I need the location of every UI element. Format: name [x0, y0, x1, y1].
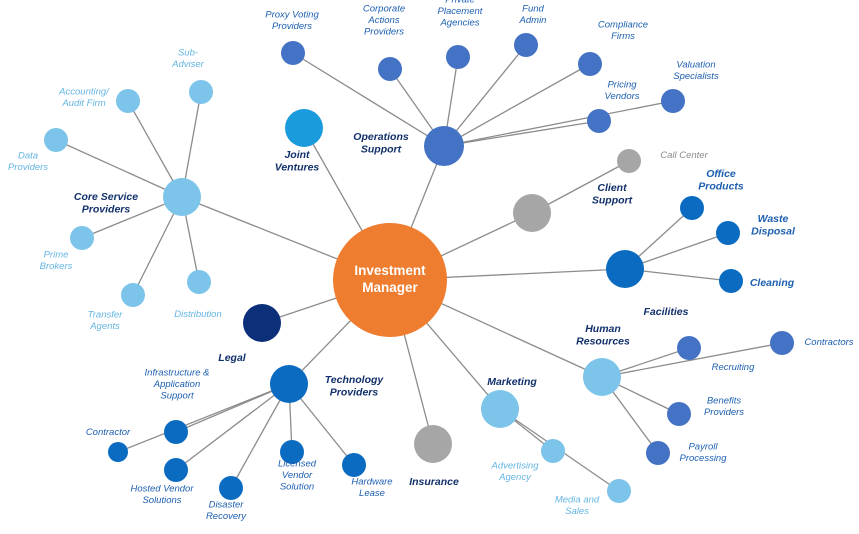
joint-ventures-node	[285, 109, 323, 147]
center-node	[333, 223, 447, 337]
payroll-processing-node	[646, 441, 670, 465]
insurance-label: Insurance	[409, 476, 459, 488]
private-placement-node	[446, 45, 470, 69]
licensed-vendor-node	[280, 440, 304, 464]
legal-label: Legal	[218, 352, 247, 364]
data-providers-node	[44, 128, 68, 152]
legal-node	[243, 304, 281, 342]
distribution-node	[187, 270, 211, 294]
edge-ops-comp	[443, 63, 591, 147]
edge-tech-hosted	[175, 383, 290, 471]
corporate-actions-node	[378, 57, 402, 81]
disaster-recovery-node	[219, 476, 243, 500]
contractor-node	[108, 442, 128, 462]
edge-hr-cont	[601, 342, 783, 378]
insurance-node	[414, 425, 452, 463]
edge-tech-contr	[117, 383, 290, 453]
operations-support-node	[424, 126, 464, 166]
human-resources-node	[583, 358, 621, 396]
call-center-label: Call Center	[660, 150, 708, 161]
contractor-label: Contractor	[86, 427, 131, 438]
contractors-node	[770, 331, 794, 355]
edge-ops-fund	[443, 44, 527, 147]
hardware-lease-node	[342, 453, 366, 477]
edge-core-datap	[55, 139, 183, 198]
advertising-agency-node	[541, 439, 565, 463]
contractors-label: Contractors	[804, 337, 853, 348]
nodes	[44, 33, 794, 503]
recruiting-label: Recruiting	[712, 362, 755, 373]
edge-ops-val	[443, 100, 674, 147]
sub-adviser-node	[189, 80, 213, 104]
core-service-providers-node	[163, 178, 201, 216]
marketing-label: Marketing	[487, 376, 537, 388]
edge-ops-proxy	[292, 52, 445, 147]
valuation-specialists-node	[661, 89, 685, 113]
recruiting-node	[677, 336, 701, 360]
cleaning-node	[719, 269, 743, 293]
facilities-node	[606, 250, 644, 288]
hosted-vendor-node	[164, 458, 188, 482]
compliance-firms-node	[578, 52, 602, 76]
office-products-node	[680, 196, 704, 220]
accounting-audit-label: Accounting/Audit Firm	[58, 86, 110, 109]
facilities-label: Facilities	[644, 306, 689, 318]
cleaning-label: Cleaning	[750, 277, 795, 289]
benefits-providers-node	[667, 402, 691, 426]
marketing-node	[481, 390, 519, 428]
sub-adviser-label: Sub-Adviser	[171, 47, 205, 70]
edge-ops-price	[443, 120, 600, 147]
pricing-vendors-node	[587, 109, 611, 133]
distribution-label: Distribution	[174, 309, 222, 320]
transfer-agents-node	[121, 283, 145, 307]
infrastructure-support-node	[164, 420, 188, 444]
call-center-node	[617, 149, 641, 173]
prime-brokers-node	[70, 226, 94, 250]
proxy-voting-node	[281, 41, 305, 65]
edge-tech-dis	[230, 383, 290, 489]
accounting-audit-node	[116, 89, 140, 113]
waste-disposal-node	[716, 221, 740, 245]
media-and-sales-node	[607, 479, 631, 503]
fund-admin-node	[514, 33, 538, 57]
technology-providers-node	[270, 365, 308, 403]
client-support-node	[513, 194, 551, 232]
